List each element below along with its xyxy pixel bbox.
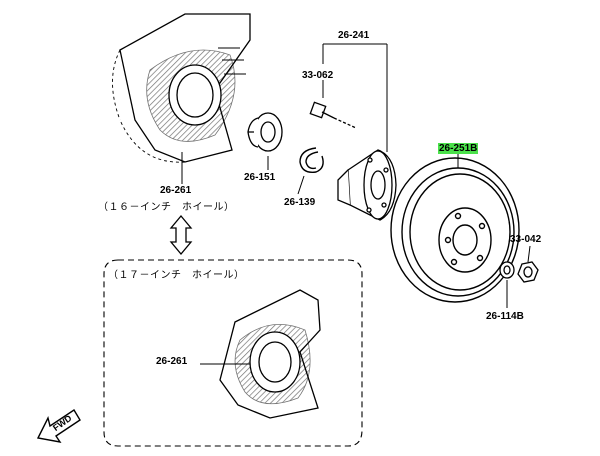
note-17-inch-wheel: （１７－インチ ホイール）: [108, 270, 245, 281]
dust-shield-16inch: [112, 13, 251, 163]
part-label-33-062: 33-062: [302, 70, 334, 81]
variant-17inch-frame: [103, 259, 363, 447]
part-label-26-139: 26-139: [284, 197, 316, 208]
note-16-inch-wheel: （１６－インチ ホイール）: [98, 202, 235, 213]
part-label-26-251b: 26-251B: [438, 143, 479, 154]
wheel-bearing: [247, 112, 283, 152]
part-label-26-241: 26-241: [338, 30, 370, 41]
swap-arrow-icon: [169, 214, 193, 256]
brake-disc-rotor: [390, 157, 520, 303]
leader-lines: [181, 43, 531, 365]
snap-ring: [299, 147, 324, 173]
part-label-26-151: 26-151: [244, 172, 276, 183]
fwd-arrow-icon: [36, 409, 81, 443]
hub-bolt: [309, 101, 357, 129]
part-label-26-261-top: 26-261: [160, 185, 192, 196]
dust-shield-17inch: [219, 289, 321, 419]
wheel-hub: [337, 149, 397, 221]
part-label-33-042: 33-042: [510, 234, 542, 245]
part-label-26-261-bottom: 26-261: [156, 356, 188, 367]
hub-nut-and-washer: [499, 261, 539, 283]
part-label-26-114b: 26-114B: [486, 311, 524, 322]
